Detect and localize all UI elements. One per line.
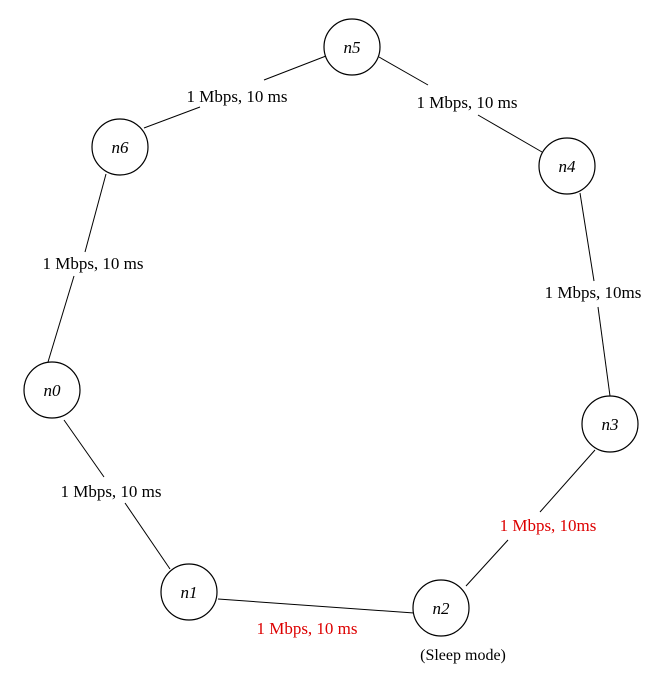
link-label-n6-n0: 1 Mbps, 10 ms — [42, 254, 143, 273]
link-n6-n0 — [84, 173, 107, 253]
link-label-n1-n2: 1 Mbps, 10 ms — [256, 619, 357, 638]
link-n2-n3 — [465, 539, 509, 587]
links-layer — [47, 55, 611, 614]
node-label-n4: n4 — [559, 157, 577, 176]
node-n0: n0 — [23, 361, 81, 419]
link-n5-n4 — [378, 56, 429, 86]
node-n1: n1 — [160, 563, 218, 621]
node-label-n2: n2 — [433, 599, 451, 618]
node-n3: n3 — [581, 395, 639, 453]
link-label-n0-n1: 1 Mbps, 10 ms — [60, 482, 161, 501]
node-n2-status-note: (Sleep mode) — [420, 647, 506, 664]
link-label-n5-n6: 1 Mbps, 10 ms — [186, 87, 287, 106]
node-n6: n6 — [91, 118, 149, 176]
link-labels-layer: 1 Mbps, 10 ms 1 Mbps, 10 ms 1 Mbps, 10 m… — [42, 87, 641, 638]
link-label-n4-n3: 1 Mbps, 10ms — [545, 283, 642, 302]
node-label-n1: n1 — [181, 583, 198, 602]
link-n4-n5 — [477, 114, 543, 153]
node-label-n0: n0 — [44, 381, 62, 400]
link-label-n5-n4: 1 Mbps, 10 ms — [416, 93, 517, 112]
link-n5-n6 — [263, 55, 327, 81]
link-n3-n4 — [597, 306, 611, 397]
node-label-n6: n6 — [112, 138, 130, 157]
node-n4: n4 — [538, 137, 596, 195]
link-n6-n5 — [143, 106, 201, 129]
node-label-n5: n5 — [344, 38, 361, 57]
link-n4-n3 — [579, 192, 595, 282]
link-n3-n2 — [539, 449, 596, 513]
link-label-n3-n2: 1 Mbps, 10ms — [500, 516, 597, 535]
link-n1-n2 — [217, 598, 415, 614]
node-label-n3: n3 — [602, 415, 619, 434]
node-n2: n2 — [412, 579, 470, 637]
node-n5: n5 — [323, 18, 381, 76]
link-n0-n1 — [63, 419, 105, 478]
link-n1-n0 — [124, 502, 171, 570]
link-n0-n6 — [47, 275, 75, 363]
nodes-layer: n5 n6 n4 n0 n3 n1 n2 — [23, 18, 639, 637]
